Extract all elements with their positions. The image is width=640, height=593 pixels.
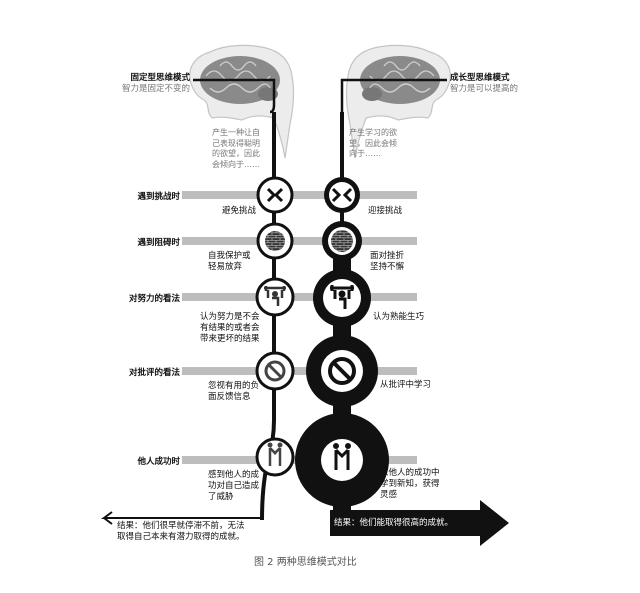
left-outcome-challenge: 避免挑战 [222,206,257,216]
fixed-mindset-title: 固定型思维模式 [130,73,190,83]
row-label-challenge: 遇到挑战时 [137,192,180,202]
left-outcome-effort: 认为努力是不会 有结果的或者会 带来更坏的结果 [200,312,260,344]
right-icon-criticism [306,335,378,407]
left-outcome-success: 感到他人的成 功对自己造成 了威胁 [208,470,260,502]
right-outcome-effort: 认为熟能生巧 [373,312,425,322]
right-outcome-obstacle: 面对挫折 坚持不懈 [370,251,405,272]
right-outcome-criticism: 从批评中学习 [380,380,432,390]
right-result-arrow [330,500,509,546]
fixed-mindset-subtitle: 智力是固定不变的 [121,84,190,94]
row-label-effort: 对努力的看法 [128,294,180,304]
left-icon-effort [255,277,295,317]
left-result-text: 结果：他们很早就停滞不前，无法 取得自己本来有潜力取得的成就。 [117,521,245,542]
right-icon-challenge [324,177,360,213]
growth-mindset-title: 成长型思维模式 [450,73,510,83]
left-title-line [193,78,276,114]
row-label-success: 他人成功时 [137,457,180,467]
right-title-line [340,78,447,112]
left-icon-obstacle [256,222,294,260]
right-result-text: 结果：他们能取得很高的成就。 [334,518,454,528]
left-icon-criticism [255,351,295,391]
fixed-mindset-thought: 产生一种让自 己表现得聪明 的欲望，因此 会倾向于…… [212,128,260,169]
left-outcome-obstacle: 自我保护或 轻易放弃 [208,251,251,272]
right-outcome-success: 从他人的成功中 学到新知，获得 灵感 [380,468,440,500]
right-icon-effort [313,269,371,327]
growth-mindset-subtitle: 智力是可以提高的 [450,84,519,94]
right-icon-success [295,413,389,507]
row-label-criticism: 对批评的看法 [128,368,180,378]
left-icon-challenge [256,176,294,214]
left-icon-success [255,437,295,477]
right-icon-obstacle [322,221,362,261]
row-label-obstacle: 遇到阻碍时 [137,238,180,248]
figure-caption: 图 2 两种思维模式对比 [254,557,357,568]
left-outcome-criticism: 忽视有用的负 面反馈信息 [208,381,260,402]
right-head [345,44,451,159]
left-result-arrow [101,511,262,525]
growth-mindset-thought: 产生学习的欲 望，因此会倾 向于…… [349,128,397,158]
right-outcome-challenge: 迎接挑战 [368,206,403,216]
